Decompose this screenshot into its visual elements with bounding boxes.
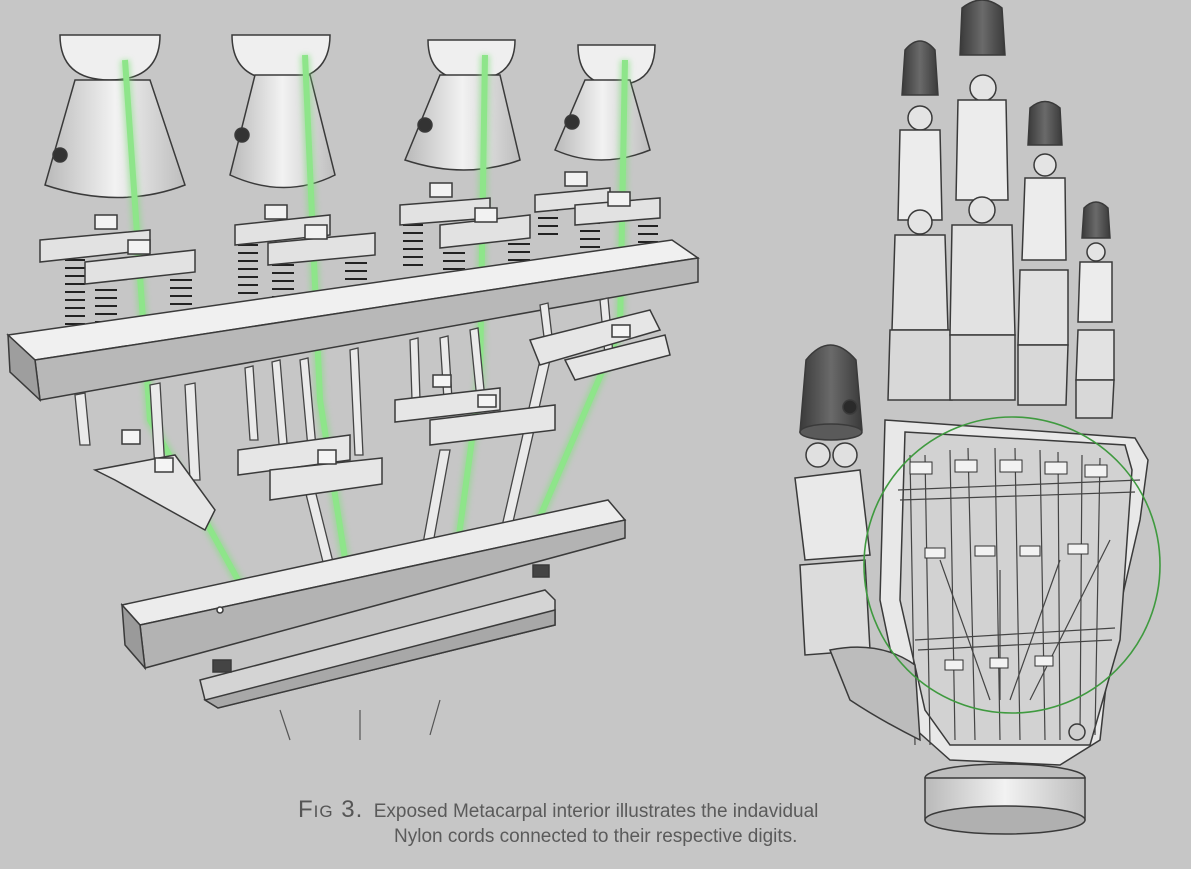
finger-base-stubs xyxy=(59,34,656,86)
middle-finger xyxy=(949,0,1016,401)
palm-shell xyxy=(879,419,1149,766)
figure-caption: Fig 3. Exposed Metacarpal interior illus… xyxy=(298,796,898,848)
little-finger xyxy=(1075,201,1115,419)
caption-line-2: Nylon cords connected to their respectiv… xyxy=(394,826,798,847)
retainer-brackets xyxy=(92,309,671,532)
thumb xyxy=(794,344,921,742)
hex-nuts xyxy=(94,171,631,255)
robotic-hand xyxy=(794,0,1161,835)
index-finger xyxy=(887,40,953,401)
lower-base-plate xyxy=(120,499,627,671)
metacarpal-exploded-view xyxy=(6,34,700,741)
retainer-screws xyxy=(121,324,631,473)
wrist-base-plate xyxy=(199,564,556,741)
wrist-base xyxy=(924,763,1086,835)
figure-label: Fig 3. xyxy=(298,796,364,823)
highlight-circle xyxy=(863,416,1161,714)
spring-brackets xyxy=(39,187,661,285)
caption-line-1: Exposed Metacarpal interior illustrates … xyxy=(373,801,819,822)
cone-pins xyxy=(52,114,580,163)
upper-base-plate xyxy=(6,239,700,402)
ring-finger xyxy=(1017,100,1069,406)
